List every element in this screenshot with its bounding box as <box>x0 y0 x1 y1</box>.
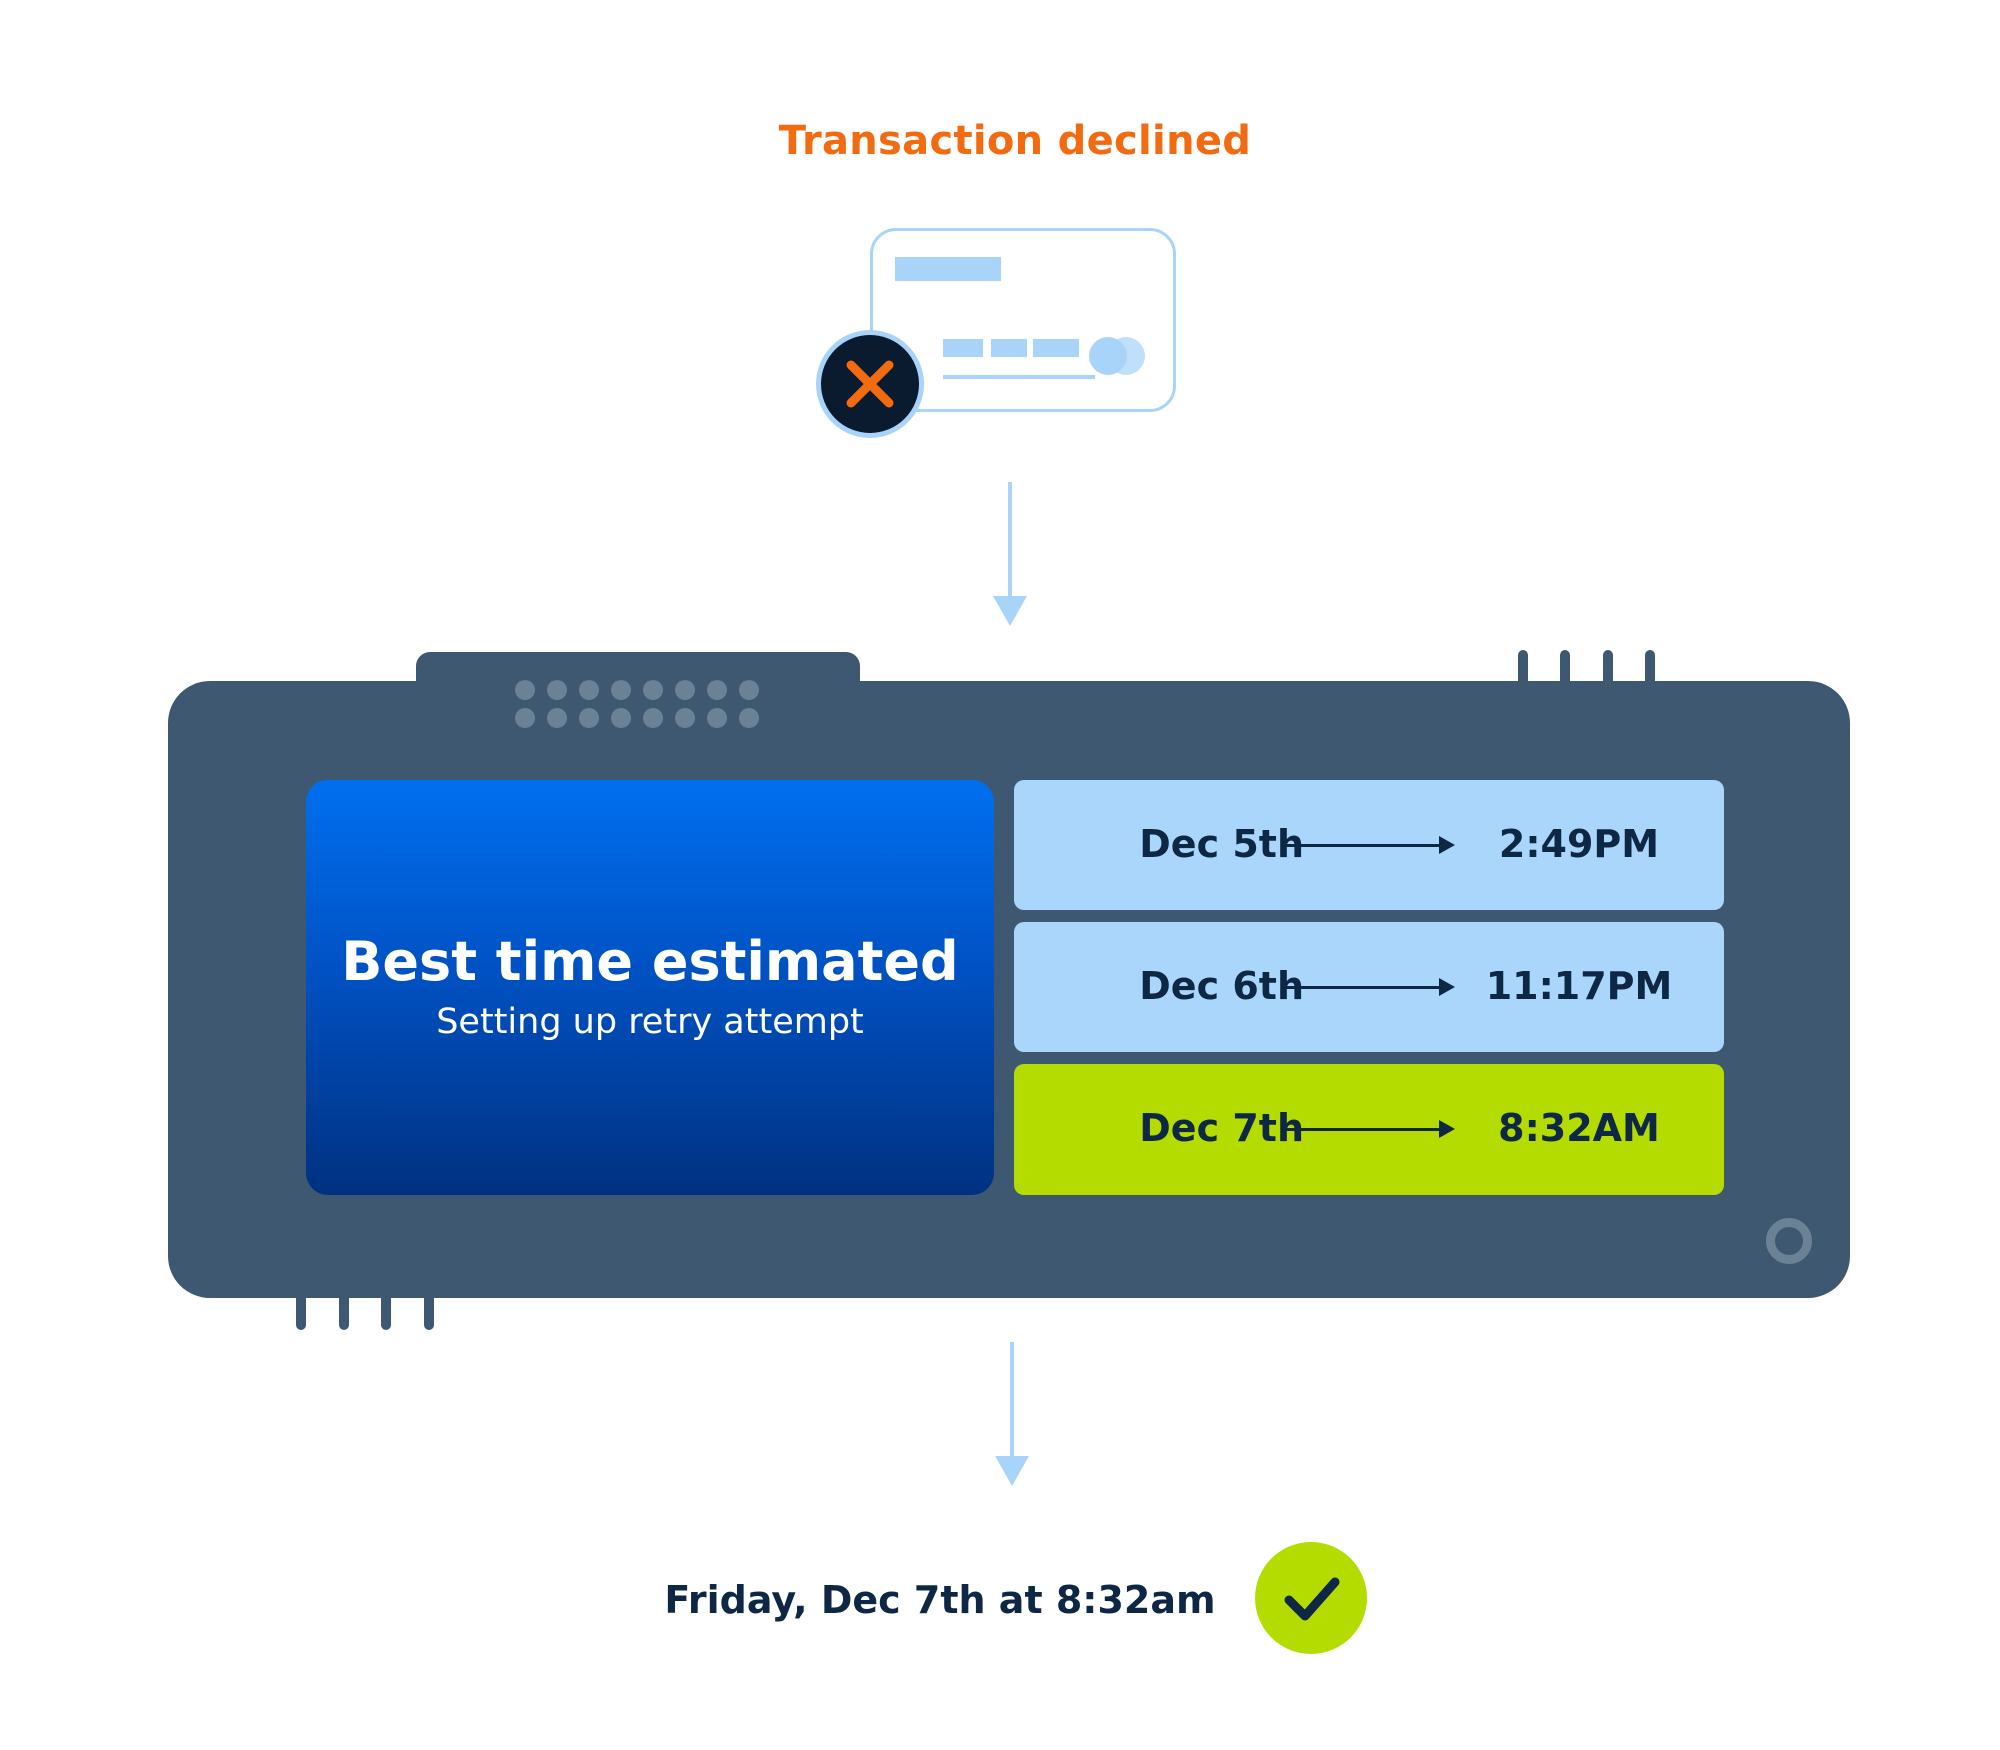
retry-slot-time: 11:17PM <box>1485 964 1673 1008</box>
arrow-right-icon <box>1282 844 1440 847</box>
arrow-right-icon <box>1282 1128 1440 1131</box>
arrow-right-icon <box>1282 986 1440 989</box>
retry-slot: Dec 5th 2:49PM <box>1014 780 1724 910</box>
arrow-down-icon <box>993 596 1027 626</box>
close-icon <box>816 330 924 438</box>
transaction-declined-title: Transaction declined <box>778 118 1252 164</box>
device-ring-icon <box>1766 1218 1812 1264</box>
best-time-panel: Best time estimated Setting up retry att… <box>306 780 994 1195</box>
retry-slot: Dec 6th 11:17PM <box>1014 922 1724 1052</box>
panel-title: Best time estimated <box>341 930 959 993</box>
retry-slot-date: Dec 6th <box>1139 964 1304 1008</box>
result-text: Friday, Dec 7th at 8:32am <box>664 1578 1216 1622</box>
retry-slot-selected: Dec 7th 8:32AM <box>1014 1064 1724 1195</box>
arrow-down-icon <box>995 1456 1029 1486</box>
checkmark-icon <box>1255 1542 1367 1654</box>
flow-arrow-line <box>1010 1342 1014 1460</box>
retry-slot-time: 2:49PM <box>1498 822 1660 866</box>
flow-arrow-line <box>1008 482 1012 612</box>
panel-subtitle: Setting up retry attempt <box>436 1002 864 1042</box>
retry-slot-date: Dec 5th <box>1139 822 1304 866</box>
retry-slot-date: Dec 7th <box>1139 1106 1304 1150</box>
retry-slot-time: 8:32AM <box>1498 1106 1660 1150</box>
